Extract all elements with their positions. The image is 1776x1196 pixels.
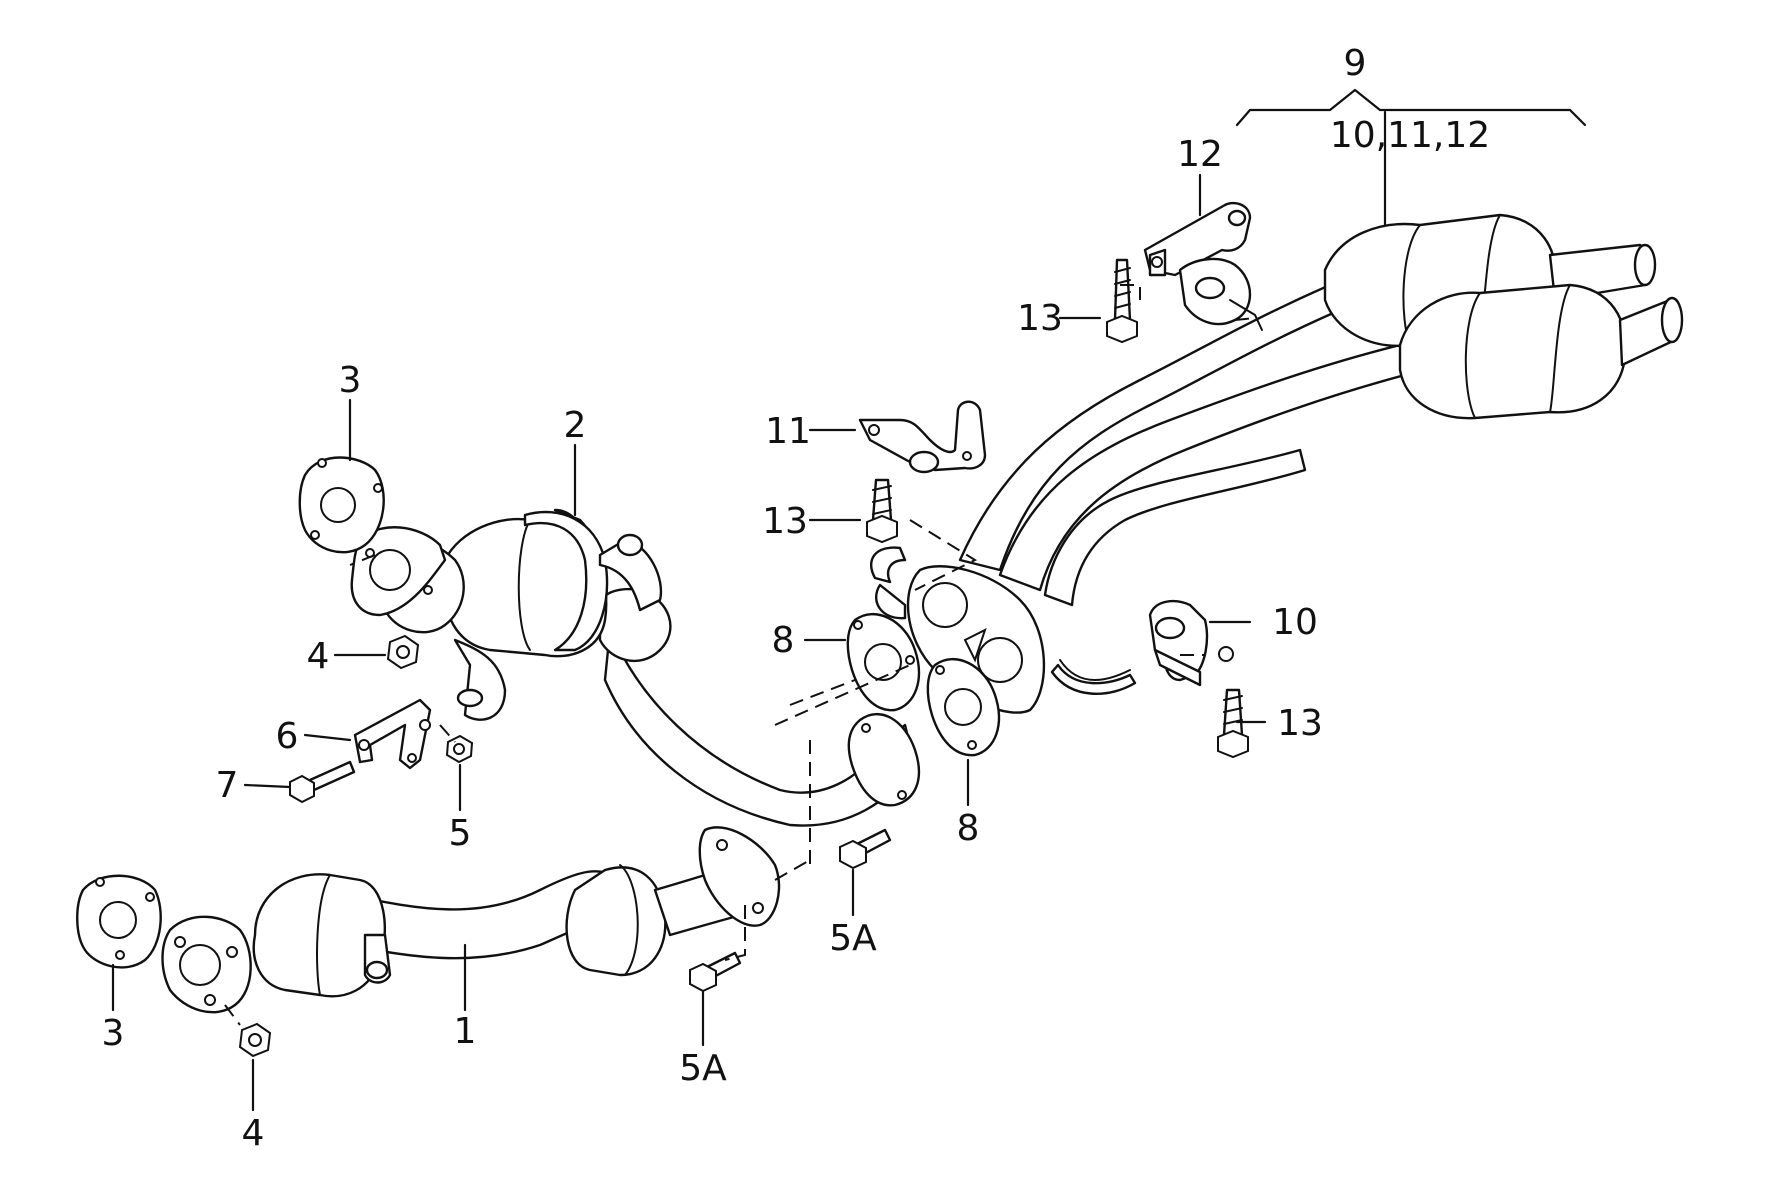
callout-4-bottom: 4: [242, 1113, 265, 1154]
bolt-13-middle: [866, 478, 898, 544]
gasket-3-top: [298, 456, 385, 554]
callout-5a-right: 5A: [829, 918, 877, 959]
callout-13-middle: 13: [762, 501, 808, 542]
callout-4-top: 4: [307, 636, 330, 677]
nut-4-top: [386, 634, 420, 670]
callout-11: 11: [765, 411, 811, 452]
gasket-8-lower: [926, 657, 1001, 757]
nut-4-bottom: [238, 1022, 272, 1058]
bolt-5a-right: [839, 828, 892, 870]
callout-10-11-12: 10,11,12: [1330, 115, 1490, 156]
callout-labels: 9 10,11,12 12 13 11 13 3 2 8 10 4 6 7 5 …: [102, 43, 1491, 1154]
callout-2: 2: [564, 405, 587, 446]
assembly-lines: [224, 284, 1256, 1026]
callout-8-upper: 8: [772, 620, 795, 661]
bolt-13-lower: [1217, 688, 1249, 759]
callout-10: 10: [1272, 602, 1318, 643]
hanger-11: [858, 400, 987, 474]
front-pipe-rear-flange: [847, 712, 921, 807]
bracket-6: [353, 698, 432, 770]
hanger-12: [1143, 201, 1263, 331]
callout-12: 12: [1177, 134, 1223, 175]
leader-lines: [111, 88, 1587, 1112]
gasket-8-upper: [846, 612, 921, 712]
callout-9: 9: [1344, 43, 1367, 84]
callout-3-bottom: 3: [102, 1013, 125, 1054]
nut-5: [445, 734, 474, 764]
bolt-7: [289, 760, 356, 804]
callout-5a-left: 5A: [679, 1048, 727, 1089]
front-pipe-with-catalytic-converter: [350, 508, 917, 827]
bolt-13-upper: [1106, 258, 1138, 344]
callout-3-top: 3: [339, 360, 362, 401]
hanger-10: [1148, 599, 1234, 687]
callout-1: 1: [454, 1011, 477, 1052]
callout-5: 5: [449, 813, 472, 854]
callout-7: 7: [216, 765, 239, 806]
callout-6: 6: [276, 716, 299, 757]
bolt-5a-left: [689, 951, 742, 993]
callout-13-lower: 13: [1277, 703, 1323, 744]
callout-13-upper: 13: [1017, 298, 1063, 339]
lower-front-pipe-with-catalytic-converter: [161, 826, 781, 1014]
gasket-3-bottom: [76, 874, 162, 969]
callout-8-lower: 8: [957, 808, 980, 849]
